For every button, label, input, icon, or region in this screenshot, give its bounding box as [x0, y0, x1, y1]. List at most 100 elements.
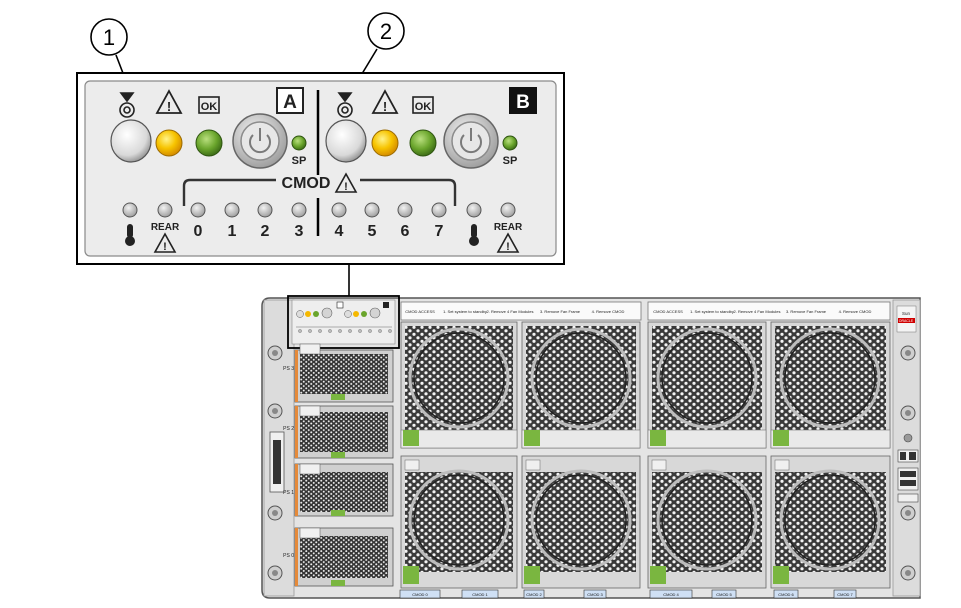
thumbscrew-icon — [267, 403, 283, 419]
svg-text:!: ! — [383, 99, 387, 114]
fan-module — [647, 321, 767, 449]
fan-module — [521, 321, 641, 449]
cmod-number-2: 2 — [261, 223, 270, 240]
slot-a-label: A — [276, 87, 304, 114]
power-supply-0 — [294, 527, 394, 587]
fan-module — [521, 455, 641, 589]
svg-text:Sun: Sun — [902, 311, 911, 316]
locate-icon — [119, 92, 135, 118]
svg-text:2. Remove 4 Fan Modules: 2. Remove 4 Fan Modules — [734, 309, 781, 314]
svg-text:3. Remove Fan Frame: 3. Remove Fan Frame — [786, 309, 827, 314]
rear-label: REAR — [494, 222, 523, 233]
cmod-number-6: 6 — [401, 223, 410, 240]
cmod-number-0: 0 — [194, 223, 203, 240]
cmod-warning-icon: ! — [334, 172, 358, 193]
temp-led — [122, 202, 138, 218]
thumbscrew-icon — [267, 565, 283, 581]
cmod-led-5 — [364, 202, 380, 218]
svg-text:1. Set system to standby: 1. Set system to standby — [690, 309, 734, 314]
thumbscrew-icon — [900, 345, 916, 361]
svg-text:CMOD 5: CMOD 5 — [716, 592, 732, 597]
status-panel-location — [287, 295, 400, 349]
cmod-label: CMOD — [282, 175, 331, 192]
svg-text:A: A — [283, 92, 297, 113]
cmod-bracket: CMOD ! — [182, 172, 457, 236]
bottom-led-row: REAR ! 0 1 2 3 4 5 6 7 — [122, 202, 523, 253]
temp-led-b — [466, 202, 482, 218]
right-ear-ports — [897, 433, 919, 503]
rear-fault-led-b — [500, 202, 516, 218]
svg-text:!: ! — [163, 241, 167, 253]
rear-warning-icon: ! — [496, 232, 520, 253]
locate-button[interactable] — [325, 119, 367, 163]
ps-label: PS 1 — [283, 490, 294, 496]
fan-module — [647, 455, 767, 589]
cmod-led-4 — [331, 202, 347, 218]
temperature-icon — [125, 224, 135, 246]
svg-text:CMOD 7: CMOD 7 — [837, 592, 853, 597]
ps-label: PS 0 — [283, 553, 294, 559]
cmod-led-7 — [431, 202, 447, 218]
power-supply-2 — [294, 405, 394, 459]
locate-icon — [337, 92, 353, 118]
cmod-header-right: CMOD ACCESS 1. Set system to standby 2. … — [647, 301, 891, 321]
svg-text:1. Set system to standby: 1. Set system to standby — [443, 309, 487, 314]
ok-led — [195, 129, 223, 157]
status-panel-enlarged: ! OK A SP — [76, 72, 565, 265]
thumbscrew-icon — [900, 505, 916, 521]
cmod-led-1 — [224, 202, 240, 218]
svg-text:2. Remove 4 Fan Modules: 2. Remove 4 Fan Modules — [487, 309, 534, 314]
ok-icon: OK — [198, 96, 220, 114]
cmod-led-3 — [291, 202, 307, 218]
svg-text:CMOD ACCESS: CMOD ACCESS — [405, 309, 435, 314]
svg-text:3. Remove Fan Frame: 3. Remove Fan Frame — [540, 309, 581, 314]
ps-label: PS 2 — [283, 426, 294, 432]
power-button[interactable] — [443, 113, 499, 169]
rear-fault-led — [157, 202, 173, 218]
svg-text:!: ! — [167, 99, 171, 114]
sp-led — [291, 135, 307, 151]
svg-text:B: B — [516, 92, 530, 113]
power-supply-1 — [294, 463, 394, 517]
svg-text:ORACLE: ORACLE — [899, 319, 914, 323]
cmod-number-3: 3 — [295, 223, 304, 240]
server-chassis: PS 3 PS 2 PS 1 PS 0 — [261, 295, 921, 599]
svg-text:!: ! — [506, 241, 510, 253]
service-port-connector — [273, 440, 281, 484]
power-supply-3 — [294, 343, 394, 403]
locate-button[interactable] — [110, 119, 152, 163]
ok-led — [409, 129, 437, 157]
svg-text:OK: OK — [415, 101, 432, 113]
sun-oracle-badge: Sun ORACLE — [896, 305, 917, 333]
service-led — [155, 129, 183, 157]
sp-label: SP — [292, 155, 307, 167]
fan-module — [770, 455, 891, 589]
cmod-slot-labels: CMOD 0 CMOD 1 CMOD 2 CMOD 3 CMOD 4 CMOD … — [399, 589, 857, 599]
cmod-header-left: CMOD ACCESS 1. Set system to standby 2. … — [400, 301, 642, 321]
temperature-icon — [469, 224, 479, 246]
fan-module — [400, 455, 518, 589]
svg-text:CMOD 2: CMOD 2 — [526, 592, 542, 597]
ok-icon: OK — [412, 96, 434, 114]
power-button[interactable] — [232, 113, 288, 169]
svg-text:1: 1 — [103, 25, 115, 50]
power-icon — [460, 128, 482, 154]
svg-text:2: 2 — [380, 19, 392, 44]
sp-label: SP — [503, 155, 518, 167]
svg-text:CMOD 3: CMOD 3 — [587, 592, 603, 597]
thumbscrew-icon — [900, 405, 916, 421]
service-led — [371, 129, 399, 157]
svg-text:CMOD 6: CMOD 6 — [778, 592, 794, 597]
svg-text:CMOD ACCESS: CMOD ACCESS — [653, 309, 683, 314]
cmod-number-7: 7 — [435, 223, 444, 240]
svg-text:CMOD 4: CMOD 4 — [663, 592, 679, 597]
service-required-icon: ! — [155, 89, 183, 114]
slot-a-indicators: ! OK A SP — [110, 87, 307, 169]
svg-text:4. Remove CMOD: 4. Remove CMOD — [592, 309, 625, 314]
sp-led — [502, 135, 518, 151]
slot-b-indicators: ! OK B SP — [325, 87, 537, 169]
thumbscrew-icon — [900, 565, 916, 581]
thumbscrew-icon — [267, 345, 283, 361]
cmod-led-0 — [190, 202, 206, 218]
